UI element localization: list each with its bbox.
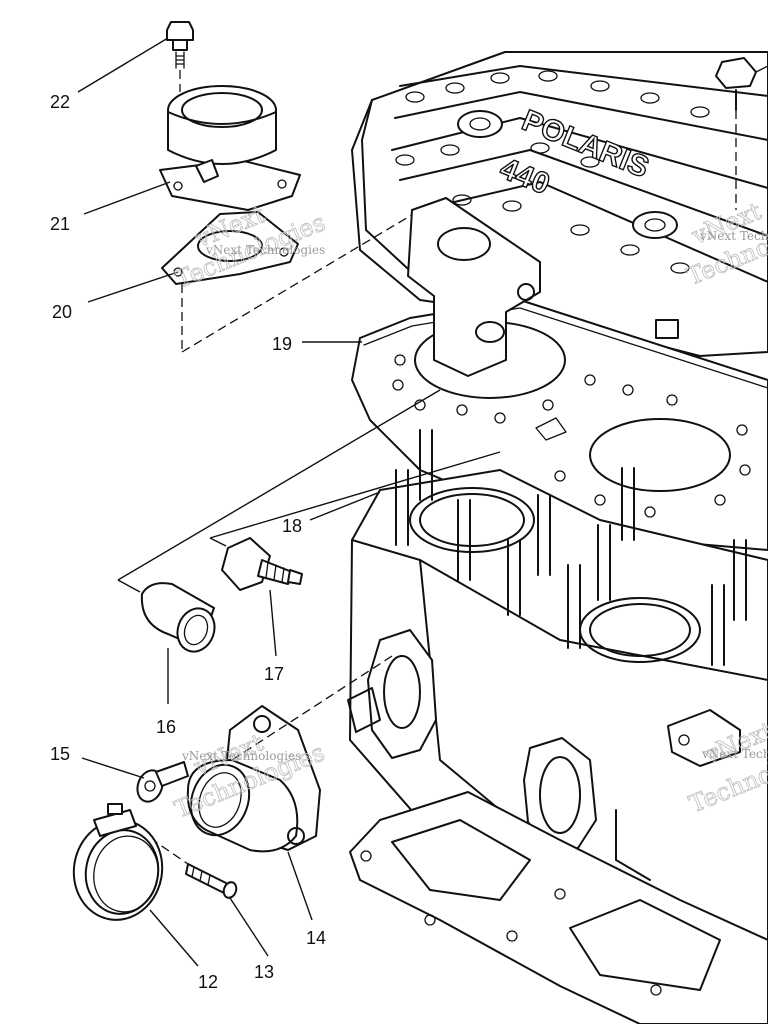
sensor-fittings [117,389,501,593]
water-outlet-fitting [407,197,541,377]
base-gasket [349,791,768,1024]
cylinder-block [347,429,768,1001]
flange-bolt-15 [136,761,189,803]
watermark-small-2: vNext Technologies [181,749,301,763]
cylinder-head-cover: POLARIS 440 [351,51,768,357]
callout-13: 13 [254,962,274,982]
thermostat-housing-21 [159,85,301,211]
callout-18: 18 [282,516,302,536]
callout-17: 17 [264,664,284,684]
callout-22: 22 [50,92,70,112]
leader-lines [77,37,381,967]
bolt-22 [166,21,194,92]
callout-20: 20 [52,302,72,322]
clamp-screw-13 [149,837,238,899]
callout-labels: 22 21 20 19 18 17 16 15 14 13 12 [50,92,326,992]
temp-sensor-17 [221,537,303,591]
nut [715,57,768,210]
callout-16: 16 [156,717,176,737]
watermark-small-3: vNext Technologies [699,229,768,243]
plug-16 [140,582,216,653]
watermark-small-4: vNext Technologies [701,747,768,761]
callout-14: 14 [306,928,326,948]
callout-12: 12 [198,972,218,992]
callout-15: 15 [50,744,70,764]
thermostat-gasket-20 [161,209,421,353]
callout-21: 21 [50,214,70,234]
exhaust-manifold-14 [186,655,393,853]
exhaust-clamp-12 [72,803,164,921]
callout-19: 19 [272,334,292,354]
watermark-small-1: vNext Technologies [205,243,325,257]
